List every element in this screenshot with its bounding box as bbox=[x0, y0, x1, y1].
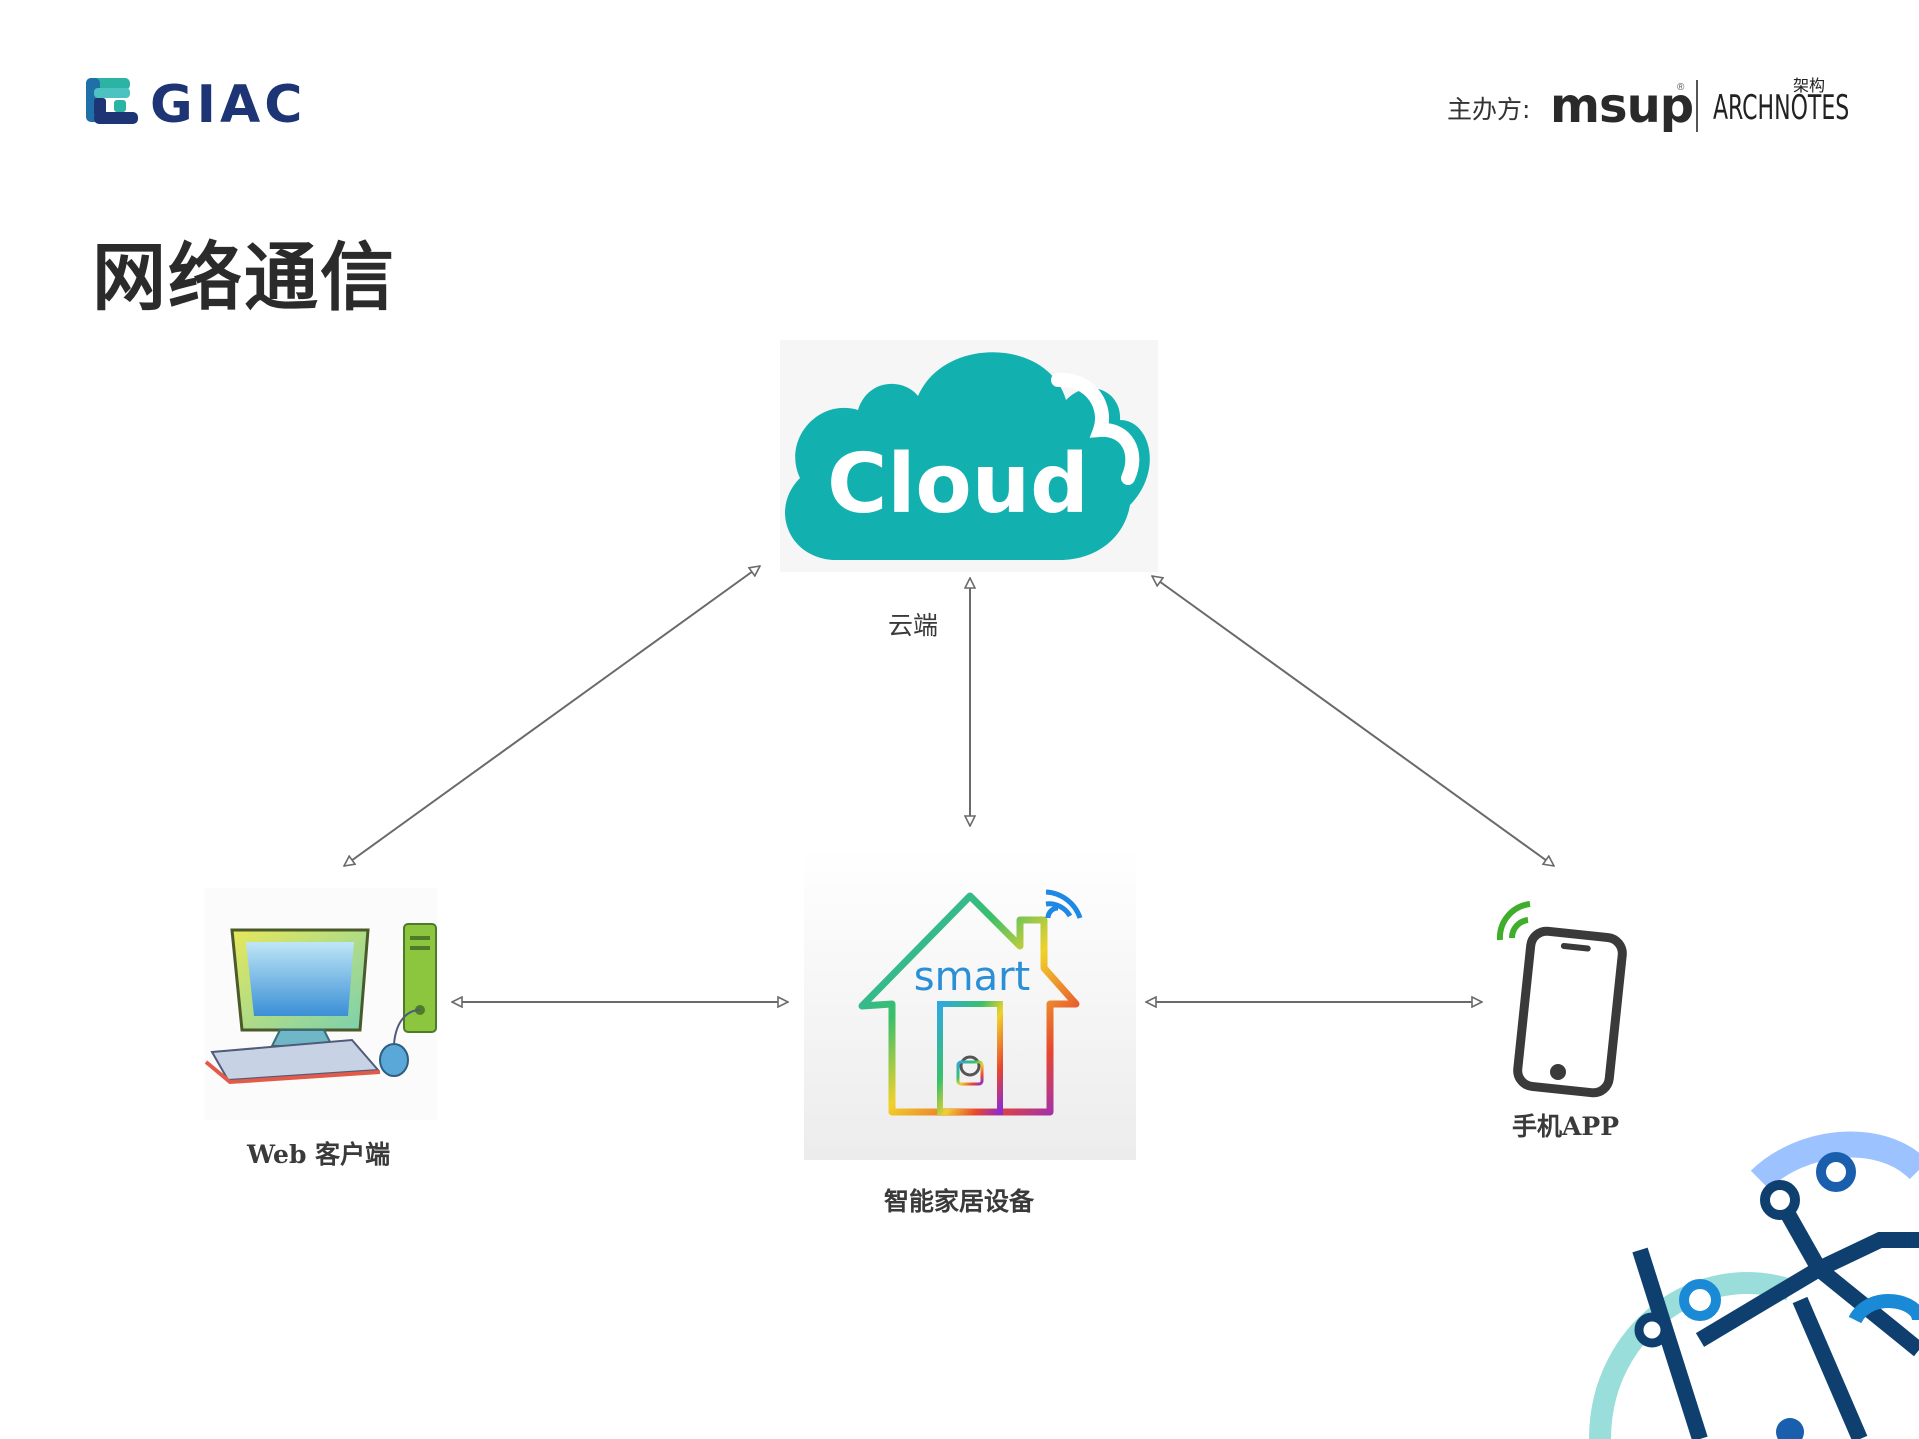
cloud-image: Cloud bbox=[780, 340, 1158, 572]
archnotes-logo: ARCHNOTES bbox=[1713, 88, 1850, 128]
giac-logo-text: GIAC bbox=[150, 75, 306, 130]
page-title: 网络通信 bbox=[92, 235, 396, 321]
mobile-app-label: 手机APP bbox=[1512, 1112, 1619, 1141]
cloud-phone-connector bbox=[1152, 576, 1554, 866]
smart-home-device-label: 智能家居设备 bbox=[884, 1187, 1035, 1216]
cloud-web-connector bbox=[344, 566, 760, 866]
cloud-label: 云端 bbox=[888, 611, 939, 640]
giac-logo-icon bbox=[86, 78, 138, 124]
cloud-icon bbox=[785, 352, 1150, 561]
archnotes-chinese-label: 架构 bbox=[1793, 76, 1826, 95]
giac-logo: GIAC bbox=[86, 75, 306, 130]
smart-image-text: smart bbox=[914, 954, 1030, 1000]
web-client-label: Web 客户端 bbox=[247, 1140, 391, 1169]
smartphone-icon bbox=[1496, 901, 1627, 1098]
desktop-computer-icon bbox=[204, 888, 437, 1120]
decorative-molecule-icon bbox=[1589, 1131, 1919, 1439]
wifi-icon bbox=[1496, 901, 1531, 941]
msup-logo: msup bbox=[1550, 78, 1694, 134]
organizer-label: 主办方: bbox=[1447, 95, 1531, 124]
wifi-icon bbox=[1045, 889, 1083, 919]
header-divider bbox=[1696, 80, 1698, 132]
cloud-image-text: Cloud bbox=[827, 437, 1089, 532]
msup-registered-mark: ® bbox=[1677, 82, 1685, 93]
smart-house-icon: smart bbox=[804, 846, 1136, 1160]
